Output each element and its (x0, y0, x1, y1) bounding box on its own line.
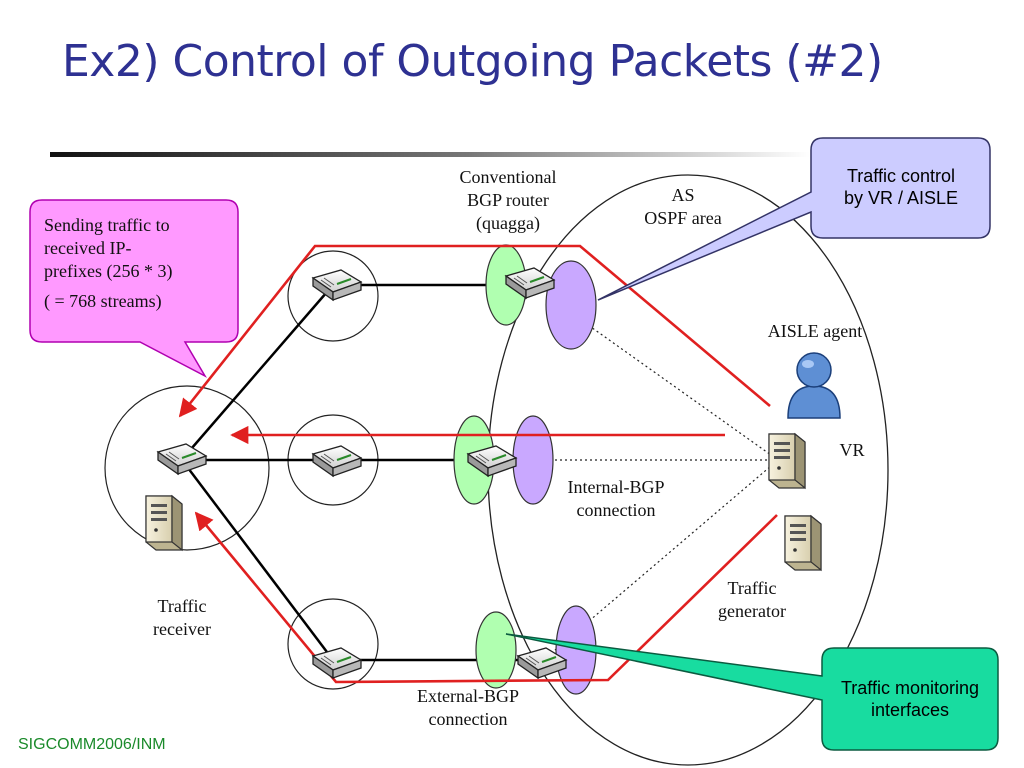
server-icon (784, 515, 822, 571)
aisle-agent-label: AISLE agent (767, 321, 863, 341)
router-icon (312, 269, 362, 301)
conventional-router-label: Conventional BGP router (quagga) (459, 167, 557, 233)
streams-count: ( = 768 streams) (44, 291, 162, 311)
internal-bgp-label: Internal-BGP connection (567, 477, 665, 520)
traffic-monitoring-text: Traffic monitoring interfaces (840, 678, 980, 720)
vr-interfaces (512, 260, 597, 695)
router-icon (157, 443, 207, 475)
traffic-control-callout (597, 137, 991, 301)
traffic-generator-label: Traffic generator (718, 578, 786, 621)
external-bgp-label: External-BGP connection (417, 686, 519, 729)
server-icon (768, 433, 806, 489)
router-icon (312, 647, 362, 679)
server-icon (145, 495, 183, 551)
upper-router-group (287, 250, 379, 342)
vr-label: VR (839, 440, 865, 460)
router-icon (312, 445, 362, 477)
lower-router-group (287, 598, 379, 690)
sending-traffic-callout (29, 199, 239, 378)
traffic-monitoring-callout (505, 633, 999, 751)
footer-conference: SIGCOMM2006/INM (18, 736, 166, 753)
slide-title: Ex2) Control of Outgoing Packets (#2) (62, 36, 883, 87)
traffic-receiver-label: Traffic receiver (153, 596, 211, 639)
traffic-control-text: Traffic control by VR / AISLE (843, 166, 959, 208)
user-icon (787, 352, 841, 419)
traffic-paths (178, 244, 778, 684)
internal-bgp-links (520, 304, 779, 651)
title-divider (50, 152, 810, 157)
as-ospf-area-label: AS OSPF area (644, 185, 722, 228)
sending-traffic-text: Sending traffic to received IP- prefixes… (44, 214, 234, 313)
receiver-router-group (104, 385, 270, 551)
